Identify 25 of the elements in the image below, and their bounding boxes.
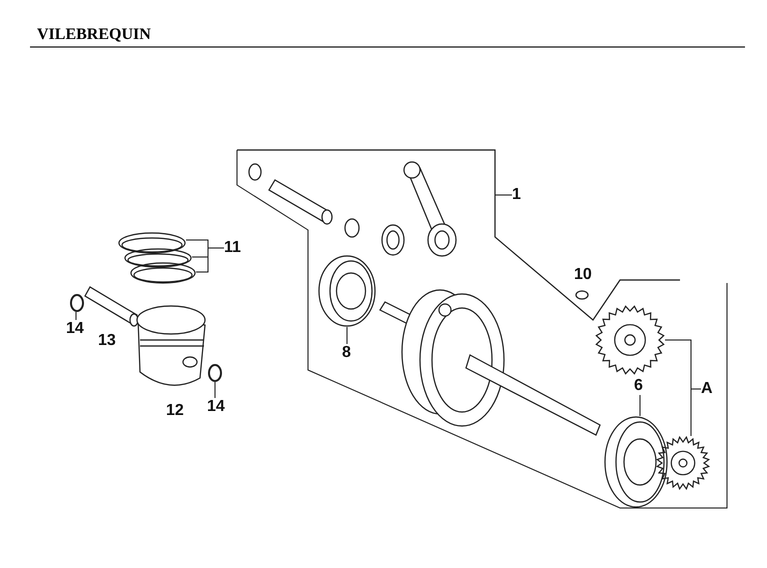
callout-number: 1 [512,186,526,204]
piston-ring-drawing [118,232,186,254]
callout-number: 13 [98,332,116,350]
title: VILEBREQUIN [37,26,151,44]
callout-number: A [701,380,715,398]
leader-line [214,382,216,398]
ball-bearing-drawing [604,416,668,508]
piston-ring-drawing [130,262,196,284]
callout-number: 10 [574,266,592,284]
circlip-drawing [208,364,222,382]
leader-line [690,388,702,436]
gear-drawing [656,436,710,490]
leader-line [196,248,224,272]
gear-drawing [595,305,665,375]
callout-number: 12 [166,402,184,420]
callout-number: 8 [342,344,354,362]
callout-number: 6 [634,377,646,395]
callout-number: 11 [224,239,246,257]
leader-line [346,326,348,344]
ball-bearing-drawing [318,255,376,327]
piston-ring-drawing [124,248,192,268]
circlip-drawing [70,294,84,312]
leader-line [494,194,512,196]
callout-number: 14 [66,320,86,338]
callout-number: 14 [207,398,227,416]
